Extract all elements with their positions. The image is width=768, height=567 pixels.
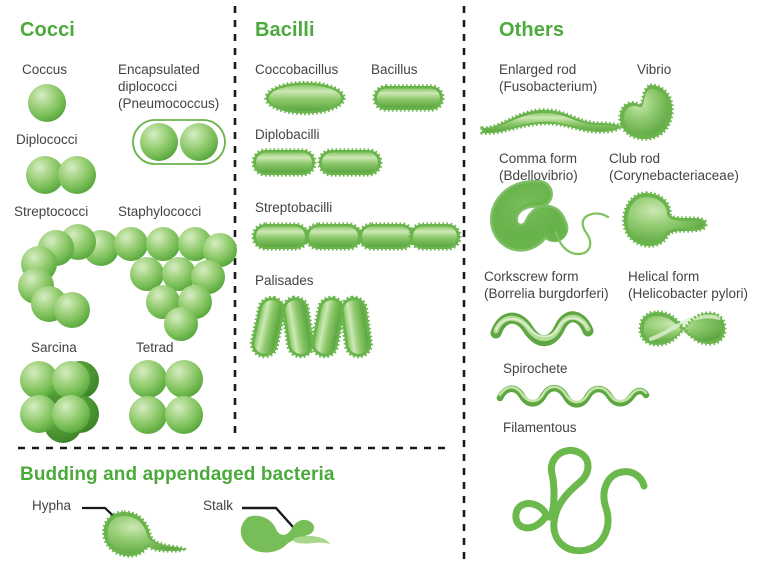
heading-budding: Budding and appendaged bacteria	[20, 464, 335, 485]
figure-vibrio	[618, 83, 674, 141]
label-corkscrew-form: Corkscrew form	[484, 269, 579, 284]
label-comma-form: Comma form	[499, 151, 578, 166]
genus-borrelia: Borrelia burgdorferi	[488, 286, 605, 301]
label-staphylococci: Staphylococci	[118, 204, 202, 219]
paren-open-4: (	[484, 286, 489, 301]
heading-cocci: Cocci	[20, 19, 75, 41]
paren-open-5: (	[628, 286, 633, 301]
label-encapsulated-line2: diplococci	[118, 79, 178, 94]
paren-open-2: (	[499, 168, 504, 183]
divider-vertical-cocci-bacilli	[233, 6, 237, 436]
label-encapsulated-line3: (Pneumococcus)	[118, 96, 220, 111]
figure-streptococci	[18, 224, 119, 328]
label-enlarged-rod: Enlarged rod	[499, 62, 577, 77]
heading-bacilli: Bacilli	[255, 19, 315, 41]
label-club-rod: Club rod	[609, 151, 661, 166]
figure-spirochete	[496, 384, 650, 408]
figure-encapsulated-diplococci	[132, 119, 226, 165]
genus-corynebacteriaceae: Corynebacteriaceae	[613, 168, 735, 183]
label-corkscrew-form-genus: (Borrelia burgdorferi)	[484, 285, 609, 302]
paren-close-4: )	[604, 286, 609, 301]
paren-open-3: (	[609, 168, 614, 183]
paren-close-5: )	[743, 286, 749, 301]
label-palisades: Palisades	[255, 273, 314, 288]
label-streptobacilli: Streptobacilli	[255, 200, 333, 215]
divider-horizontal-budding	[18, 446, 450, 450]
figure-enlarged-rod	[480, 108, 626, 135]
divider-vertical-bacilli-others	[462, 6, 466, 562]
label-sarcina: Sarcina	[31, 340, 77, 355]
figure-diplococci	[26, 156, 96, 194]
figure-hypha-cell	[102, 510, 187, 558]
figure-helical-form	[638, 310, 727, 347]
genus-bdellovibrio: Bdellovibrio	[503, 168, 574, 183]
label-hypha: Hypha	[32, 498, 72, 513]
paren-close-3: )	[734, 168, 739, 183]
figure-bacillus	[372, 84, 445, 112]
genus-fusobacterium: Fusobacterium	[503, 79, 593, 94]
label-comma-form-genus: (Bdellovibrio)	[499, 167, 578, 184]
label-streptococci: Streptococci	[14, 204, 89, 219]
figure-coccobacillus	[264, 80, 346, 116]
figure-palisades	[249, 295, 373, 359]
label-club-rod-genus: (Corynebacteriaceae)	[609, 167, 739, 184]
label-diplobacilli: Diplobacilli	[255, 127, 320, 142]
figure-coccus	[28, 84, 66, 122]
label-spirochete: Spirochete	[503, 361, 568, 376]
genus-helicobacter: Helicobacter pylori	[632, 286, 744, 301]
figure-corkscrew-form	[490, 311, 594, 347]
figure-staphylococci	[114, 227, 237, 341]
figure-diplobacilli	[251, 148, 383, 177]
label-bacillus: Bacillus	[371, 62, 418, 77]
label-coccobacillus: Coccobacillus	[255, 62, 339, 77]
heading-others: Others	[499, 19, 565, 41]
figure-stalk-cell	[240, 515, 330, 553]
label-coccus: Coccus	[22, 62, 68, 77]
paren-open: (	[499, 79, 504, 94]
figure-streptobacilli	[251, 222, 462, 251]
paren-close-2: )	[573, 168, 578, 183]
label-filamentous: Filamentous	[503, 420, 577, 435]
label-stalk: Stalk	[203, 498, 234, 513]
figure-filamentous	[512, 447, 648, 555]
label-helical-form-genus: (Helicobacter pylori)	[628, 285, 748, 302]
figure-tetrad	[129, 360, 203, 434]
figure-sarcina	[20, 361, 99, 443]
label-tetrad: Tetrad	[136, 340, 174, 355]
label-vibrio: Vibrio	[637, 62, 672, 77]
label-helical-form: Helical form	[628, 269, 700, 284]
paren-close: )	[592, 79, 598, 94]
figure-club-rod	[622, 191, 708, 248]
figure-comma-form	[490, 179, 610, 256]
label-encapsulated-line1: Encapsulated	[118, 62, 200, 77]
label-enlarged-rod-genus: (Fusobacterium)	[499, 78, 597, 95]
label-diplococci: Diplococci	[16, 132, 78, 147]
